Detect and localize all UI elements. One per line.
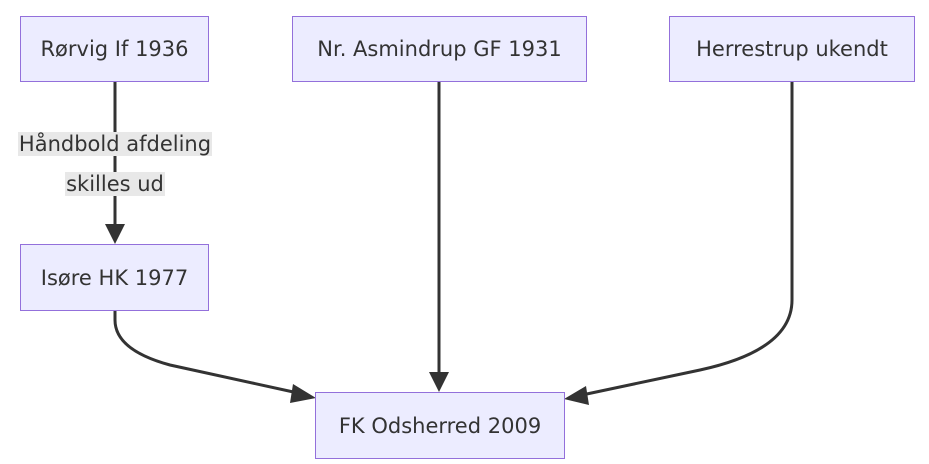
edge-herrestrup-to-odsherred bbox=[581, 81, 794, 397]
node-herrestrup: Herrestrup ukendt bbox=[669, 16, 915, 82]
node-rorvig-label: Rørvig If 1936 bbox=[40, 37, 189, 61]
arrowhead-isore bbox=[105, 224, 125, 244]
node-isore-label: Isøre HK 1977 bbox=[40, 265, 189, 290]
edge-label-line-2: skilles ud bbox=[65, 172, 165, 196]
node-rorvig: Rørvig If 1936 bbox=[20, 16, 209, 82]
node-herrestrup-label: Herrestrup ukendt bbox=[696, 37, 888, 61]
node-asmindrup: Nr. Asmindrup GF 1931 bbox=[292, 16, 587, 82]
edge-label-line-1: Håndbold afdeling bbox=[17, 132, 213, 156]
arrowhead-odsherred-left bbox=[290, 384, 316, 403]
edge-isore-to-odsherred bbox=[113, 310, 299, 395]
node-odsherred-label: FK Odsherred 2009 bbox=[338, 413, 542, 438]
node-isore: Isøre HK 1977 bbox=[20, 244, 209, 311]
node-odsherred: FK Odsherred 2009 bbox=[315, 392, 565, 459]
arrowhead-odsherred-right bbox=[564, 386, 589, 405]
node-asmindrup-label: Nr. Asmindrup GF 1931 bbox=[317, 37, 562, 61]
edge-label-rorvig-isore: Håndbold afdeling skilles ud bbox=[0, 124, 230, 204]
arrowhead-odsherred-top bbox=[429, 372, 449, 392]
